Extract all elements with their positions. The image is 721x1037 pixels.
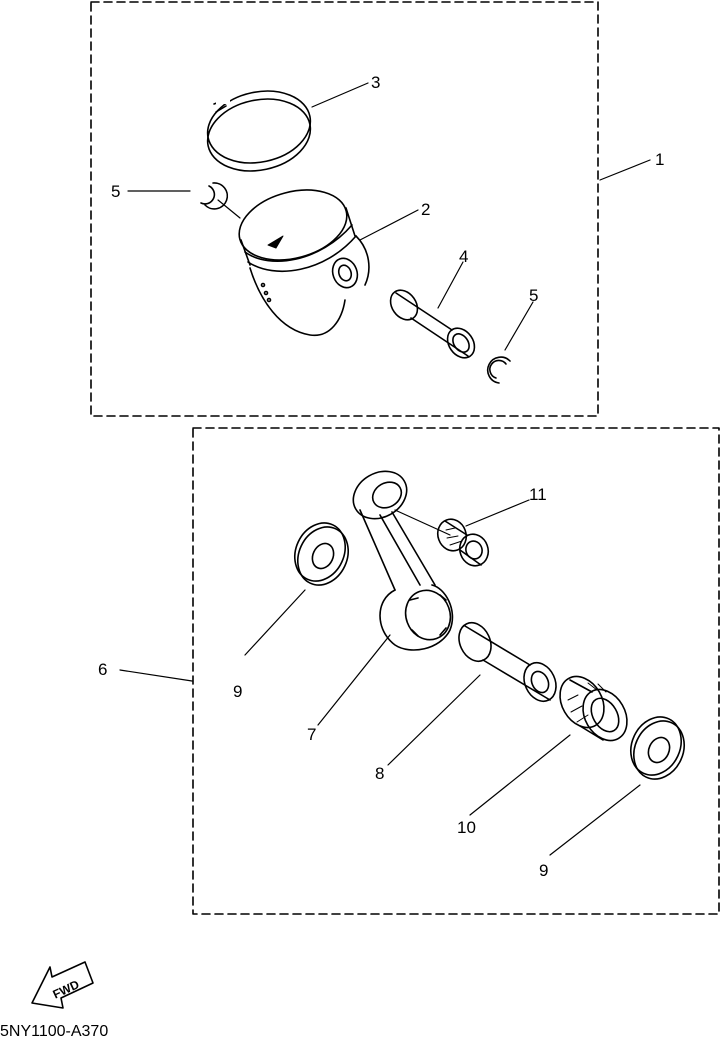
fwd-arrow-icon [31, 961, 94, 1009]
piston-pin [389, 289, 476, 359]
callout-5-upper: 5 [111, 182, 120, 201]
piston-pin-clip-lower [486, 356, 511, 384]
diagram-code: 5NY1100-A370 [0, 1023, 108, 1037]
piston [238, 189, 370, 336]
callout-10: 10 [457, 818, 476, 837]
piston-ring [206, 90, 312, 172]
crank-pin [458, 621, 557, 703]
callout-6: 6 [98, 660, 107, 679]
callout-9-left: 9 [233, 682, 242, 701]
callout-5-lower: 5 [529, 286, 538, 305]
fwd-label: FWD [51, 977, 82, 1001]
thrust-washer-right [630, 716, 685, 780]
piston-set-box [90, 1, 599, 417]
crank-set-box [192, 427, 720, 915]
callout-8: 8 [375, 764, 384, 783]
callout-3: 3 [371, 73, 380, 92]
callout-4: 4 [459, 247, 468, 266]
connecting-rod [352, 470, 454, 651]
small-end-bearing [436, 518, 490, 567]
callout-11: 11 [529, 485, 547, 504]
piston-pin-clip-upper [200, 182, 229, 210]
leader-lines [119, 82, 651, 856]
big-end-bearing [559, 675, 628, 742]
callout-1: 1 [655, 150, 664, 169]
callout-7: 7 [307, 725, 316, 744]
callout-9-right: 9 [539, 861, 548, 880]
callout-2: 2 [421, 200, 430, 219]
thrust-washer-left [294, 522, 349, 586]
